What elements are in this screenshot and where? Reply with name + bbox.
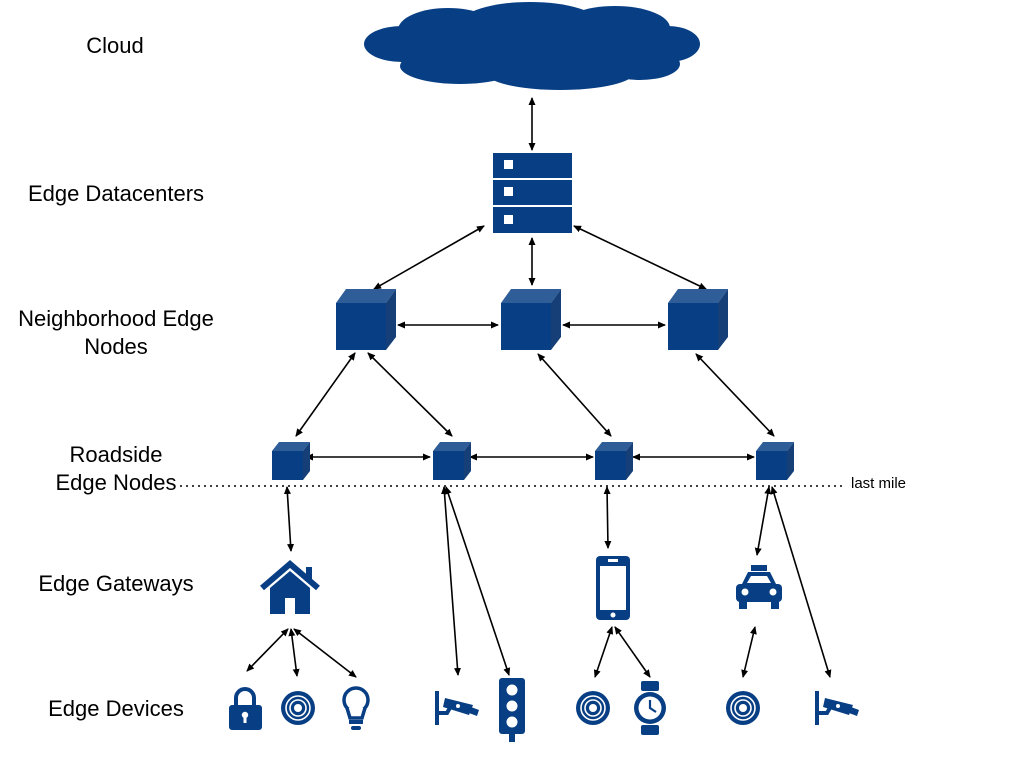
sensor-icon-2	[575, 690, 611, 726]
sensor-icon-3	[725, 690, 761, 726]
arrow-house-lightbulb	[293, 628, 357, 678]
arrow-datacenter-neighborhood-3	[573, 225, 707, 290]
level-label-roadside-line2: Edge Nodes	[55, 470, 177, 495]
arrow-house-lock	[246, 628, 289, 672]
arrow-house-sensor	[288, 628, 300, 677]
roadside-node-1-icon	[272, 442, 310, 480]
arrow-phone-watch	[614, 626, 651, 678]
neighborhood-node-2-icon	[501, 289, 561, 350]
neighborhood-node-1-icon	[336, 289, 396, 350]
arrow-neighborhood1-roadside1	[295, 352, 356, 437]
level-label-edge-devices: Edge Devices	[48, 696, 184, 721]
lock-icon	[229, 687, 262, 730]
arrow-roadside3-phone	[603, 486, 612, 549]
last-mile-label: last mile	[851, 475, 907, 492]
house-icon	[260, 560, 320, 614]
level-label-roadside-line1: Roadside	[69, 442, 163, 467]
arrow-roadside4-taxi	[754, 486, 772, 556]
cloud-icon	[364, 2, 700, 90]
level-label-edge-datacenters: Edge Datacenters	[27, 181, 205, 206]
arrow-roadside2-traffic-light	[444, 486, 511, 676]
arrow-neighborhood1-roadside2	[367, 352, 453, 437]
roadside-node-4-icon	[756, 442, 794, 480]
neighborhood-node-3-icon	[668, 289, 728, 350]
smartwatch-icon	[634, 681, 666, 735]
traffic-light-icon	[499, 678, 525, 742]
sensor-icon-1	[280, 690, 316, 726]
level-label-edge-gateways: Edge Gateways	[38, 571, 194, 596]
arrow-datacenter-neighborhood-1	[373, 225, 485, 290]
level-label-roadside-edge-nodes: Roadside Edge Nodes	[36, 441, 196, 497]
arrow-phone-sensor	[593, 626, 614, 678]
roadside-node-3-icon	[595, 442, 633, 480]
smartphone-icon	[596, 556, 630, 620]
lightbulb-icon	[342, 686, 370, 730]
server-rack-icon	[493, 153, 572, 233]
level-label-cloud: Cloud	[86, 33, 144, 58]
arrow-neighborhood3-roadside4	[695, 353, 775, 437]
security-camera-icon-2	[813, 689, 861, 727]
roadside-node-2-icon	[433, 442, 471, 480]
level-label-neighborhood-line1: Neighborhood Edge	[18, 306, 214, 331]
security-camera-icon-1	[433, 689, 481, 727]
arrow-roadside1-house	[283, 486, 295, 552]
arrow-taxi-sensor	[741, 626, 757, 678]
arrow-roadside4-camera	[770, 486, 832, 678]
arrow-neighborhood2-roadside3	[537, 353, 612, 437]
level-label-neighborhood-line2: Nodes	[84, 334, 148, 359]
taxi-icon	[736, 565, 782, 609]
connection-arrows	[246, 97, 832, 678]
level-label-neighborhood-edge-nodes: Neighborhood Edge Nodes	[4, 305, 228, 361]
